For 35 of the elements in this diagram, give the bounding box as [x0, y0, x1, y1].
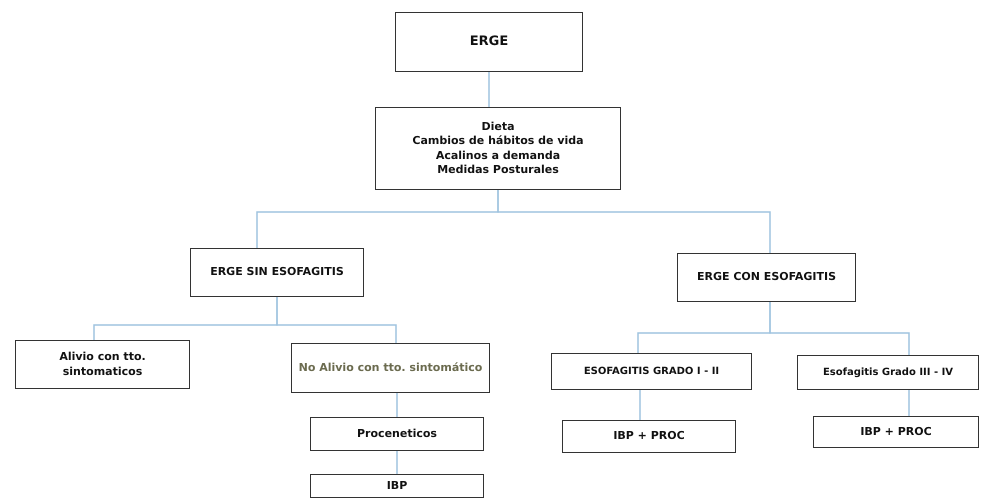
box-text: ERGE	[470, 34, 508, 50]
box-text: Cambios de hábitos de vida	[412, 134, 584, 148]
box-text: ESOFAGITIS GRADO I - II	[584, 365, 720, 378]
box-text: ERGE CON ESOFAGITIS	[696, 270, 836, 285]
box-text: Medidas Posturales	[437, 162, 559, 178]
box-text: IBP + PROC	[613, 429, 685, 444]
box-text: Acalinos a demanda	[436, 148, 560, 163]
connector-line	[497, 190, 771, 253]
process-box	[310, 474, 484, 498]
process-box	[551, 353, 752, 390]
connector-line	[488, 72, 490, 107]
box-text: Dieta	[481, 120, 515, 134]
process-box	[813, 416, 979, 448]
box-text: Esofagitis Grado III - IV	[822, 366, 954, 379]
process-box	[395, 12, 583, 72]
process-box	[562, 420, 736, 453]
connector-line	[276, 297, 397, 343]
connector-line	[908, 390, 910, 416]
connector-line	[396, 451, 398, 474]
box-text: Proceneticos	[357, 426, 437, 442]
process-box	[15, 340, 190, 389]
box-text: ERGE SIN ESOFAGITIS	[210, 265, 344, 280]
process-box	[375, 107, 621, 190]
box-text: IBP + PROC	[860, 424, 932, 440]
process-box	[310, 417, 484, 451]
process-box	[190, 248, 364, 297]
connector-line	[769, 302, 910, 355]
connector-line	[396, 393, 398, 417]
process-box	[797, 355, 979, 390]
box-text: Alivio con tto. sintomaticos	[58, 350, 147, 379]
connector-line	[639, 390, 641, 420]
process-box	[291, 343, 490, 393]
process-box	[677, 253, 856, 302]
box-text: IBP	[386, 478, 408, 494]
box-text: No Alivio con tto. sintomático	[298, 360, 482, 376]
